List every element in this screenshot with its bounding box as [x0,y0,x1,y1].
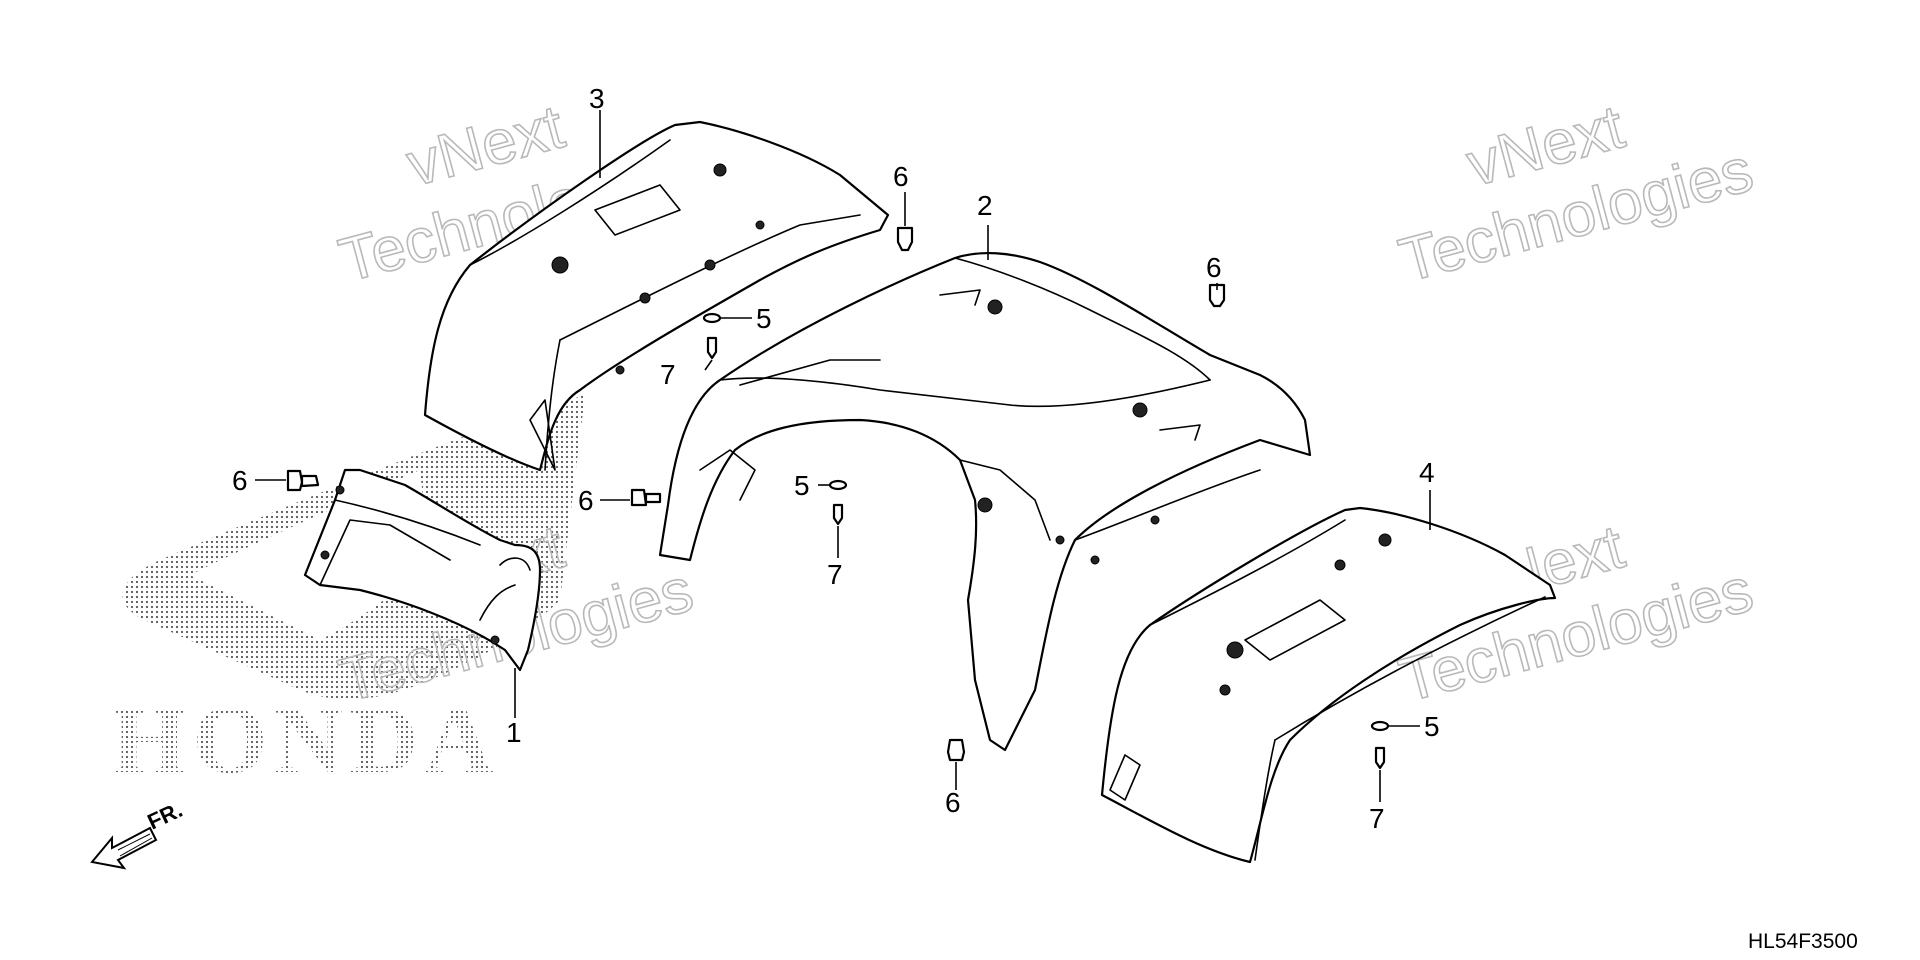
callout-part-6-right: 6 [1206,252,1222,283]
callout-part-5-top: 5 [756,303,772,334]
part-4-right-fender [1100,506,1557,864]
fastener-6-bottom [946,738,966,762]
part-1-mud-guard [303,468,542,672]
brand-logo-text: HONDA [112,686,499,793]
part-2-rear-fender [658,251,1312,752]
callout-part-5-right: 5 [1424,711,1440,742]
watermark-top-right: vNext Technologies [1392,92,1761,297]
callout-part-4: 4 [1419,457,1435,488]
fastener-6-center [630,488,662,507]
callout-part-6-top: 6 [893,161,909,192]
fastener-6-left [286,469,320,492]
screw-7-right [1374,746,1386,770]
callout-part-6-left: 6 [232,465,248,496]
washer-5-top [702,312,722,324]
fastener-6-right [1208,283,1226,308]
callout-part-6-bottom: 6 [945,787,961,818]
callout-part-3: 3 [589,83,605,114]
fastener-6-top [896,226,914,252]
screw-7-center [832,503,844,526]
screw-7-top [706,336,718,360]
part-3-left-fender [423,120,890,472]
callout-part-7-right: 7 [1369,803,1385,834]
callout-part-2: 2 [977,190,993,221]
diagram-code: HL54F3500 [1748,930,1858,953]
callout-part-7-center: 7 [827,559,843,590]
washer-5-right [1370,720,1390,732]
callout-part-5-center: 5 [794,470,810,501]
callout-part-6-center: 6 [578,485,594,516]
front-direction-arrow [90,826,158,870]
callout-part-7-top: 7 [660,359,676,390]
washer-5-center [828,479,848,491]
callout-part-1: 1 [506,717,522,748]
leader-lines [255,110,1431,802]
